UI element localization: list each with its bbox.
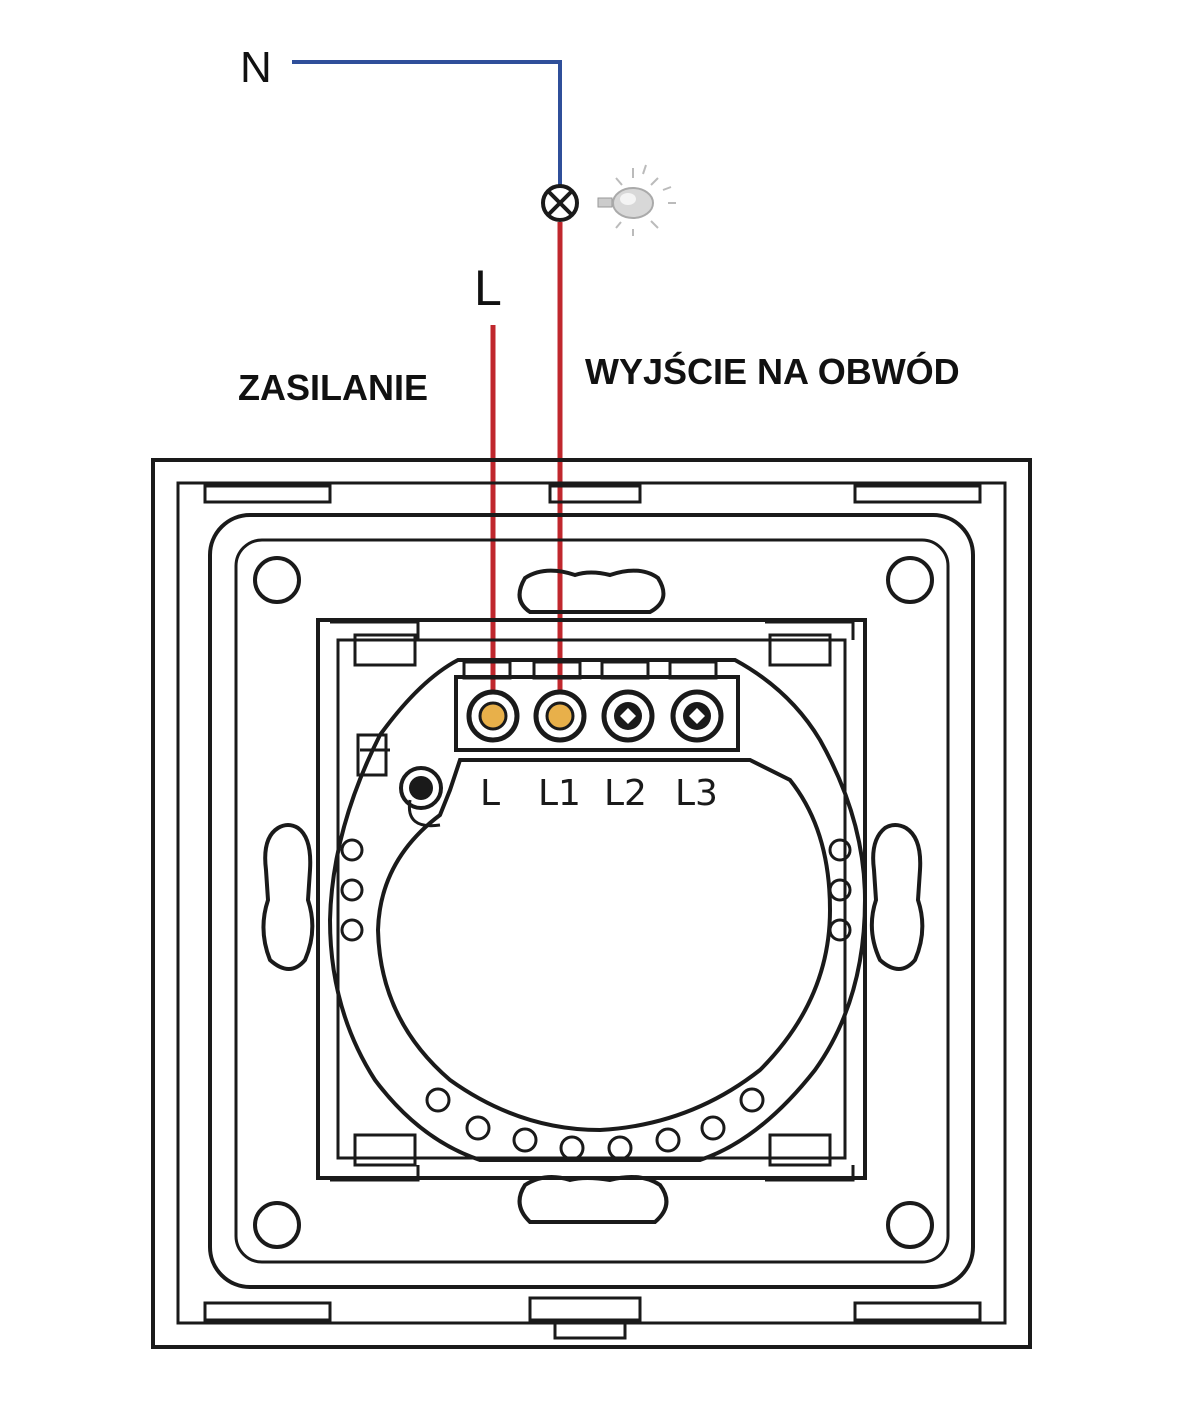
terminal-l3-screw — [670, 689, 724, 743]
terminal-label-l2: L2 — [604, 773, 647, 814]
switch-back-plate — [151, 458, 1032, 1349]
output-label: WYJŚCIE NA OBWÓD — [585, 350, 960, 392]
terminal-label-l3: L3 — [675, 773, 718, 814]
terminal-l1-screw — [533, 689, 587, 743]
line-label: L — [474, 260, 502, 316]
lamp-symbol-icon — [541, 184, 579, 222]
terminal-block: L L1 L2 L3 — [454, 660, 740, 814]
light-bulb-icon — [597, 164, 676, 236]
supply-label: ZASILANIE — [238, 367, 428, 408]
terminal-label-l1: L1 — [538, 773, 581, 814]
terminal-l-screw — [466, 689, 520, 743]
neutral-label: N — [240, 43, 272, 92]
terminal-label-l: L — [480, 773, 500, 814]
neutral-wire — [292, 60, 562, 185]
terminal-l2-screw — [601, 689, 655, 743]
